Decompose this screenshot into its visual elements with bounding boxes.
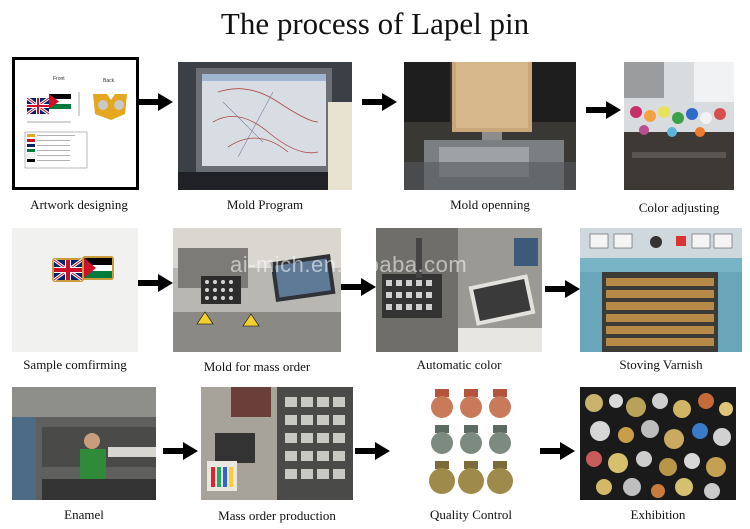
mass-order-production-image (201, 387, 353, 500)
step-caption: Color adjusting (638, 200, 720, 215)
step-caption: Artwork designing (30, 197, 128, 212)
step-caption: Enamel (64, 507, 104, 522)
enamel-image (12, 387, 156, 500)
mold-for-mass-order-image (173, 228, 341, 352)
arrow-right-icon (540, 442, 575, 460)
step-caption: Mold Program (226, 197, 304, 212)
front-label: Front (53, 76, 65, 82)
step-caption: Quality Control (430, 507, 512, 522)
step-caption: Exhibition (630, 507, 686, 522)
page-title: The process of Lapel pin (220, 6, 530, 41)
mold-openning-image (404, 62, 576, 190)
watermark: ai-mich.en.alibaba.com (230, 252, 468, 277)
step-caption: Mold openning (450, 197, 530, 212)
quality-control-image (423, 387, 519, 500)
mold-program-image (178, 62, 352, 190)
step-caption: Automatic color (416, 357, 502, 372)
arrow-right-icon (138, 274, 173, 292)
arrow-right-icon (138, 93, 173, 111)
step-caption: Stoving Varnish (619, 357, 703, 372)
back-label: Back (103, 78, 115, 84)
arrow-right-icon (545, 280, 580, 298)
artwork-design-image: Front Back (12, 57, 139, 190)
arrow-right-icon (586, 101, 621, 119)
automatic-color-image (376, 228, 542, 352)
stoving-varnish-image (580, 228, 742, 352)
step-caption: Sample comfirming (23, 357, 127, 372)
exhibition-image (580, 387, 736, 500)
step-caption: Mass order production (218, 508, 336, 523)
arrow-right-icon (355, 442, 390, 460)
arrow-right-icon (163, 442, 198, 460)
arrow-right-icon (341, 278, 376, 296)
step-caption: Mold for mass order (203, 359, 311, 374)
color-adjusting-image (624, 62, 734, 190)
sample-comfirming-image (12, 228, 138, 352)
arrow-right-icon (362, 93, 397, 111)
